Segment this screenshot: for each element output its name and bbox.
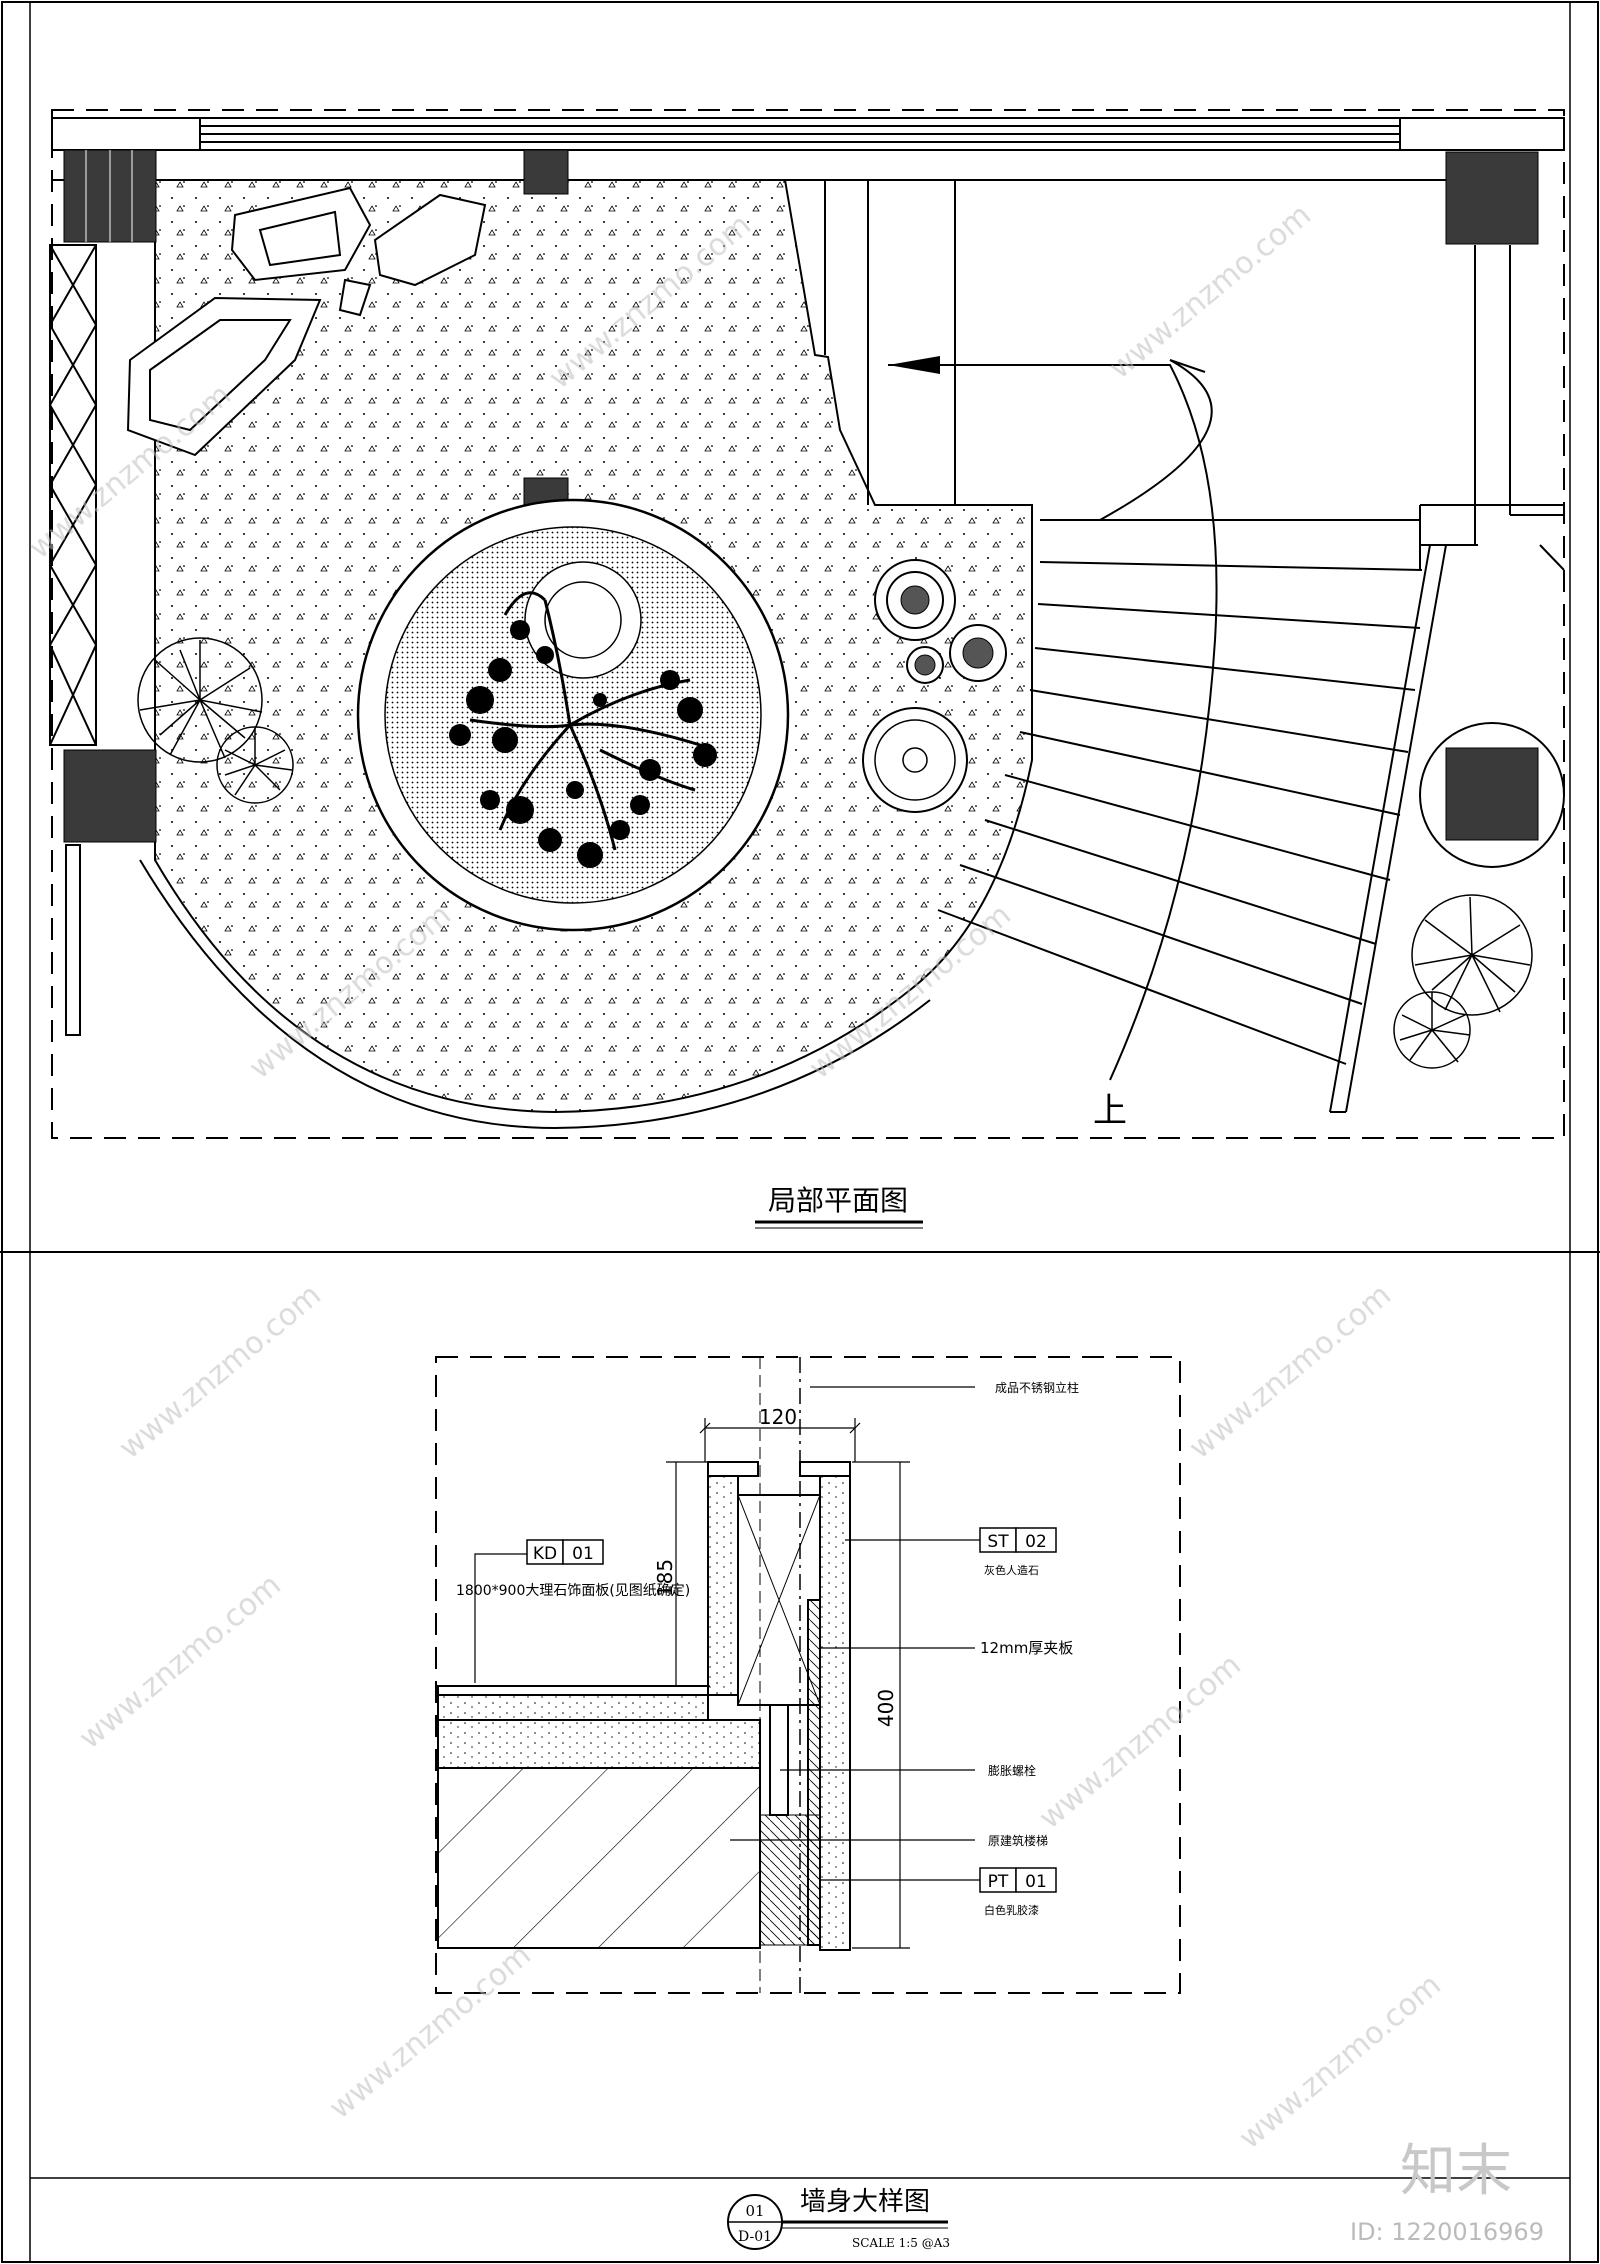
svg-text:知末: 知末 — [1400, 2139, 1512, 2204]
top-beam — [51, 117, 1565, 181]
stair-up-label: 上 — [1093, 1091, 1127, 1131]
note-top: 成品不锈钢立柱 — [995, 1380, 1079, 1395]
note-base: 原建筑楼梯 — [988, 1833, 1048, 1848]
dim-height-label: 400 — [874, 1689, 898, 1727]
svg-text:PT: PT — [988, 1872, 1009, 1892]
base-structure — [437, 1767, 761, 1949]
svg-text:ST: ST — [987, 1532, 1009, 1552]
watermark-logo: 知末 ID: 1220016969 — [1350, 2139, 1544, 2246]
svg-text:www.znzmo.com: www.znzmo.com — [113, 1278, 328, 1467]
svg-text:www.znzmo.com: www.znzmo.com — [1183, 1278, 1398, 1467]
tag-st: ST 02 灰色人造石 — [979, 1527, 1057, 1577]
shrubs-left — [137, 637, 294, 804]
svg-text:白色乳胶漆: 白色乳胶漆 — [984, 1903, 1039, 1917]
svg-text:1800*900大理石饰面板(见图纸确定): 1800*900大理石饰面板(见图纸确定) — [456, 1583, 690, 1599]
plan-view: 上 — [48, 109, 1565, 1229]
svg-text:01: 01 — [572, 1544, 594, 1564]
shrubs-right — [1393, 894, 1533, 1069]
stone-cladding — [707, 1461, 851, 1951]
svg-text:灰色人造石: 灰色人造石 — [984, 1563, 1039, 1577]
note-bolt: 膨胀螺栓 — [988, 1763, 1036, 1778]
wall-detail-view: 120 185 400 KD 0 — [435, 1356, 1181, 2250]
scale-label: SCALE 1:5 @A3 — [852, 2236, 950, 2250]
tree-planter — [356, 498, 790, 932]
svg-text:ID: 1220016969: ID: 1220016969 — [1350, 2218, 1544, 2246]
stair — [937, 359, 1447, 1113]
sheet-ref: D-01 — [738, 2229, 772, 2245]
dim-top-label: 185 — [653, 1559, 677, 1597]
rock-sculptures — [126, 186, 487, 457]
plan-title: 局部平面图 — [768, 1184, 908, 1217]
round-stepping-stones — [862, 559, 1007, 813]
svg-text:www.znzmo.com: www.znzmo.com — [1233, 1968, 1448, 2157]
dimension-width — [699, 1418, 861, 1462]
svg-text:www.znzmo.com: www.znzmo.com — [323, 1938, 538, 2127]
stair-direction-arrow: 上 — [888, 356, 1218, 1131]
detail-title-block: 01 D-01 墙身大样图 SCALE 1:5 @A3 — [727, 2187, 950, 2250]
svg-text:www.znzmo.com: www.znzmo.com — [1033, 1648, 1248, 1837]
svg-text:www.znzmo.com: www.znzmo.com — [73, 1568, 288, 1757]
note-board: 12mm厚夹板 — [980, 1639, 1073, 1657]
svg-text:www.znzmo.com: www.znzmo.com — [1103, 198, 1318, 387]
dim-width-label: 120 — [759, 1405, 797, 1429]
svg-text:02: 02 — [1025, 1532, 1047, 1552]
tag-pt: PT 01 白色乳胶漆 — [979, 1867, 1057, 1917]
svg-text:01: 01 — [1025, 1872, 1047, 1892]
svg-text:KD: KD — [533, 1544, 557, 1564]
left-window-wall — [48, 244, 98, 1036]
right-room-walls — [824, 180, 1565, 571]
tag-kd: KD 01 1800*900大理石饰面板(见图纸确定) — [456, 1539, 690, 1599]
sheet-number: 01 — [745, 2202, 764, 2220]
detail-title: 墙身大样图 — [800, 2187, 930, 2217]
